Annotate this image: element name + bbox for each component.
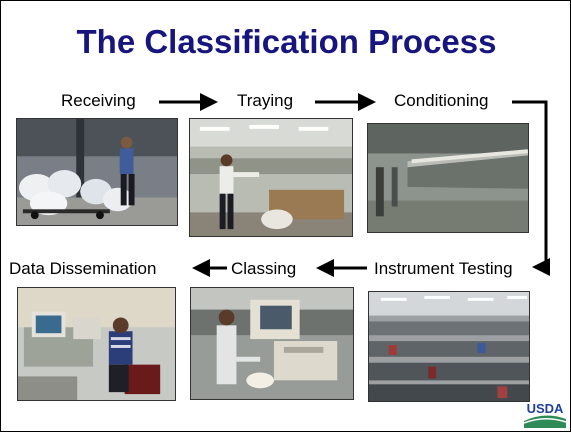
usda-logo: USDA: [523, 401, 567, 428]
slide-title: The Classification Process: [76, 23, 497, 60]
photo-traying: [189, 118, 353, 237]
photo-classing: [190, 287, 354, 400]
photo-instrument-testing: [368, 291, 530, 402]
step-label-traying: Traying: [237, 91, 294, 110]
photo-data-dissemination: [17, 287, 176, 401]
step-label-instrument-testing: Instrument Testing: [374, 259, 513, 278]
step-label-classing: Classing: [231, 259, 297, 278]
step-label-data-dissemination: Data Dissemination: [9, 259, 157, 278]
photo-receiving: [16, 118, 178, 226]
step-label-receiving: Receiving: [61, 91, 136, 110]
photo-conditioning: [367, 123, 529, 233]
step-label-conditioning: Conditioning: [394, 91, 489, 110]
usda-logo-text: USDA: [527, 401, 564, 416]
